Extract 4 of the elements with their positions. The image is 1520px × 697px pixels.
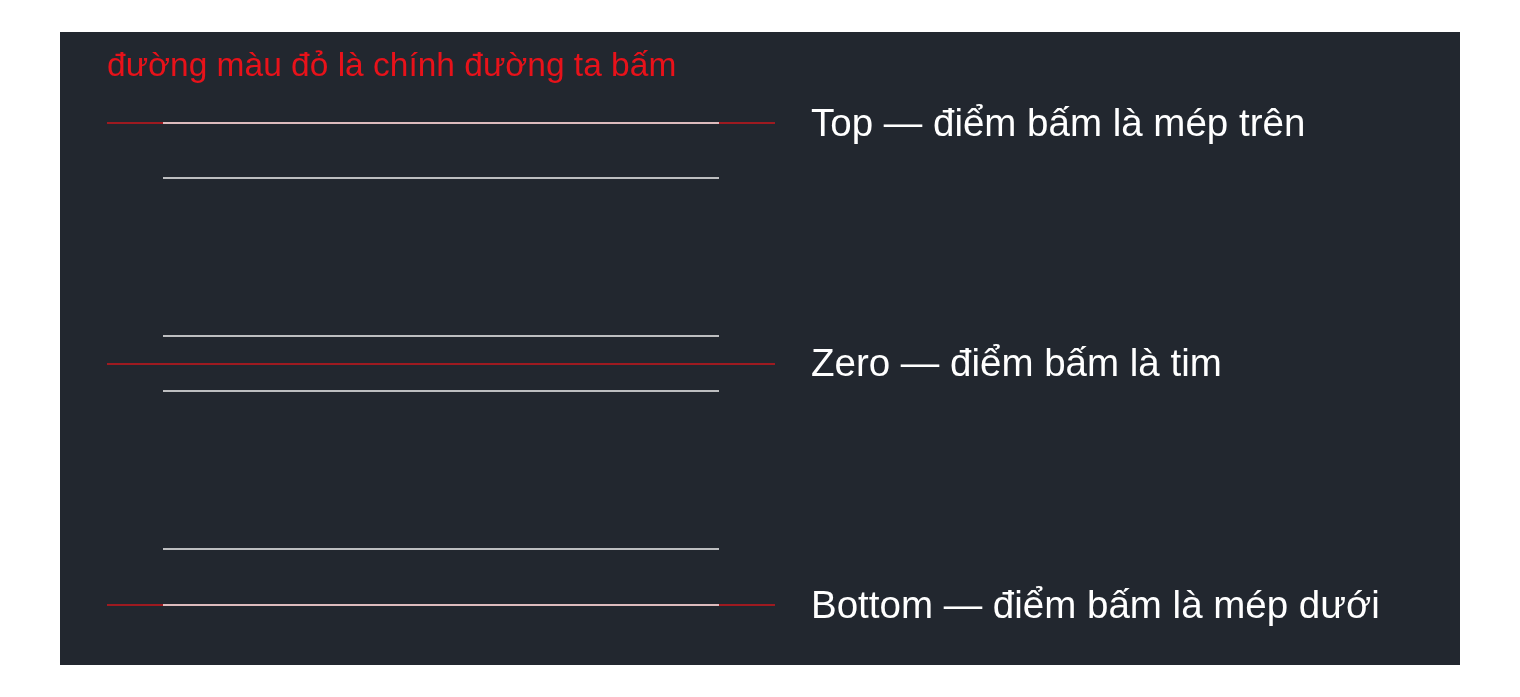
top-mode-label: Top — điểm bấm là mép trên — [811, 100, 1306, 146]
bottom-mode-label: Bottom — điểm bấm là mép dưới — [811, 582, 1380, 628]
snap-line-note: đường màu đỏ là chính đường ta bấm — [107, 45, 677, 85]
zero-mode-label: Zero — điểm bấm là tim — [811, 340, 1222, 386]
